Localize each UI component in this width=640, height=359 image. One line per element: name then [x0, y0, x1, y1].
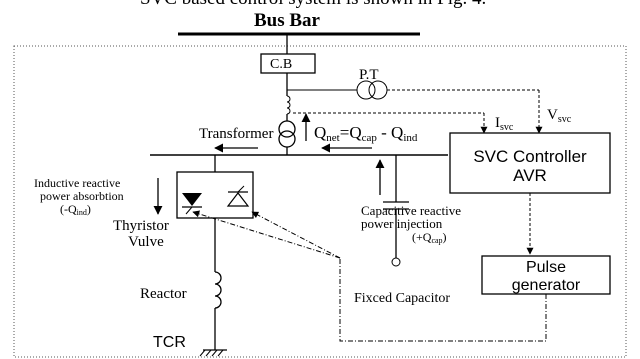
thyristor-label-1: Thyristor — [113, 218, 169, 234]
tcr-label: TCR — [153, 334, 186, 351]
generator-label: generator — [512, 277, 581, 294]
pt-circle-2 — [368, 80, 388, 100]
capacitive-label-3: (+Qcap) — [412, 230, 447, 245]
inductive-label-2: power absorbtion — [40, 189, 124, 203]
vsvc-label: Vsvc — [547, 107, 572, 125]
inductive-label-1: Inductive reactive — [34, 176, 120, 190]
outer-frame — [13, 45, 627, 358]
fixed-capacitor-label: Fixced Capacitor — [354, 291, 450, 306]
pt-label: P.T — [359, 67, 379, 83]
svc-controller-label: SVC Controller — [473, 147, 587, 166]
ct-coil — [286, 95, 291, 115]
caption-fragment: SVC based control system is shown in Fig… — [140, 0, 486, 9]
svc-avr-label: AVR — [513, 166, 547, 185]
thyristor-label-2: Vulve — [128, 234, 164, 250]
firing-signal-line — [339, 258, 547, 342]
capacitive-label-2: power injection — [361, 216, 443, 231]
isvc-label: Isvc — [495, 115, 514, 133]
qnet-label: Qnet=Qcap - Qind — [314, 123, 418, 144]
circuit-breaker — [260, 53, 316, 74]
cb-label: C.B — [270, 57, 292, 72]
pulse-label: Pulse — [526, 259, 566, 276]
capacitor-terminal — [391, 257, 401, 267]
reactor-label: Reactor — [140, 286, 187, 302]
capacitive-label-1: Capacitive reactive — [361, 203, 461, 218]
thyristor-2 — [226, 185, 250, 207]
transformer-winding-2 — [278, 130, 296, 148]
reactor-coil — [214, 271, 222, 309]
transformer-label: Transformer — [199, 126, 273, 142]
inductive-label-3: (-Qind) — [60, 202, 91, 217]
transformer-winding-1 — [278, 120, 296, 138]
pt-circle-1 — [356, 80, 376, 100]
ground-symbol — [199, 349, 227, 357]
thyristor-1 — [182, 193, 202, 215]
bus-bar-label: Bus Bar — [254, 10, 321, 31]
